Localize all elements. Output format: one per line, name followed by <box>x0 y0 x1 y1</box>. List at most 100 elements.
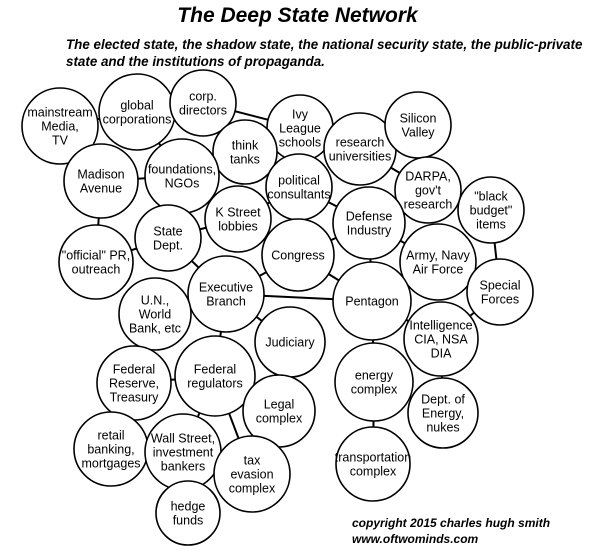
node-label-wall-street: bankers <box>161 460 205 474</box>
node-label-think-tanks: think <box>232 139 259 153</box>
node-label-pentagon: Pentagon <box>345 295 399 309</box>
node-label-un-world-bank: Bank, etc <box>129 322 181 336</box>
node-label-state-dept: Dept. <box>153 239 183 253</box>
node-label-intelligence: Intelligence <box>409 319 472 333</box>
node-label-legal-complex: complex <box>256 412 303 426</box>
node-congress: Congress <box>261 218 335 292</box>
node-label-corp-directors: corp. <box>189 90 217 104</box>
node-label-tax-evasion: evasion <box>230 468 273 482</box>
node-label-k-street: K Street <box>215 206 261 220</box>
diagram-title: The Deep State Network <box>177 4 418 27</box>
node-label-dept-energy: Dept. of <box>421 393 465 407</box>
node-circle-hedge-funds <box>155 480 221 546</box>
node-label-un-world-bank: World <box>139 308 171 322</box>
node-label-federal-regulators: Federal <box>194 363 236 377</box>
node-label-global-corp: corporations <box>103 113 172 127</box>
node-label-special-forces: Special <box>480 279 521 293</box>
node-label-darpa: DARPA, <box>405 170 451 184</box>
node-label-ivy-league: schools <box>279 136 321 150</box>
node-label-mainstream: TV <box>52 134 69 148</box>
node-label-special-forces: Forces <box>481 293 519 307</box>
node-label-hedge-funds: hedge <box>171 500 206 514</box>
node-circle-pentagon <box>332 261 412 341</box>
node-circle-federal-regulators <box>174 335 256 417</box>
node-circle-un-world-bank <box>118 277 192 351</box>
node-label-madison: Avenue <box>80 182 122 196</box>
node-label-mainstream: mainstream <box>27 106 92 120</box>
node-label-transportation: transportation <box>335 451 411 465</box>
node-label-executive: Branch <box>206 295 246 309</box>
node-circle-dept-energy <box>407 377 479 449</box>
node-label-energy-complex: energy <box>355 369 394 383</box>
node-label-mainstream: Media, <box>41 120 79 134</box>
node-corp-directors: corp.directors <box>169 69 237 137</box>
node-label-defense-industry: Industry <box>347 224 392 238</box>
node-label-federal-reserve: Reserve, <box>109 377 159 391</box>
node-label-darpa: research <box>404 198 453 212</box>
node-circle-special-forces <box>466 258 534 326</box>
node-label-retail-banking: banking, <box>87 443 134 457</box>
node-label-state-dept: State <box>153 225 182 239</box>
node-label-federal-reserve: Treasury <box>110 391 160 405</box>
node-label-un-world-bank: U.N., <box>141 294 169 308</box>
diagram-subtitle: The elected state, the shadow state, the… <box>66 37 583 69</box>
node-label-tax-evasion: tax <box>244 454 261 468</box>
node-circle-think-tanks <box>212 119 278 185</box>
node-label-madison: Madison <box>77 168 124 182</box>
node-judiciary: Judiciary <box>254 306 326 378</box>
node-circle-mainstream <box>21 87 99 165</box>
node-circle-energy-complex <box>334 342 414 422</box>
node-label-think-tanks: tanks <box>230 153 260 167</box>
node-circle-transportation <box>335 426 411 502</box>
node-label-k-street: lobbies <box>218 220 258 234</box>
node-label-black-budget: "black <box>474 190 508 204</box>
node-label-corp-directors: directors <box>179 104 227 118</box>
copyright-text: copyright 2015 charles hugh smith <box>352 516 551 530</box>
copyright-notice: copyright 2015 charles hugh smith www.of… <box>352 515 550 547</box>
node-label-federal-reserve: Federal <box>113 363 155 377</box>
node-label-army-navy: Air Force <box>413 263 464 277</box>
node-label-black-budget: budget" <box>470 204 513 218</box>
node-label-federal-regulators: regulators <box>187 377 243 391</box>
node-label-silicon-valley: Silicon <box>400 112 437 126</box>
node-label-tax-evasion: complex <box>229 482 276 496</box>
node-label-army-navy: Army, Navy <box>406 249 470 263</box>
node-circle-state-dept <box>134 204 202 272</box>
node-circle-congress <box>261 218 335 292</box>
node-circle-tax-evasion <box>213 435 291 513</box>
node-label-official-pr: outreach <box>72 263 121 277</box>
node-label-political-consultants: consultants <box>267 188 330 202</box>
node-label-ivy-league: League <box>279 122 321 136</box>
node-label-silicon-valley: Valley <box>401 126 435 140</box>
node-label-dept-energy: Energy, <box>422 407 464 421</box>
node-label-defense-industry: Defense <box>346 210 393 224</box>
node-label-transportation: complex <box>350 465 397 479</box>
node-label-ivy-league: Ivy <box>292 108 309 122</box>
node-label-intelligence: DIA <box>431 347 453 361</box>
node-label-research-univ: research <box>336 136 385 150</box>
node-label-legal-complex: Legal <box>264 398 295 412</box>
node-label-intelligence: CIA, NSA <box>414 333 468 347</box>
node-label-foundations: NGOs <box>165 177 200 191</box>
node-circle-madison <box>63 143 139 219</box>
node-circle-corp-directors <box>169 69 237 137</box>
node-circle-k-street <box>204 185 272 253</box>
node-label-black-budget: items <box>476 218 506 232</box>
